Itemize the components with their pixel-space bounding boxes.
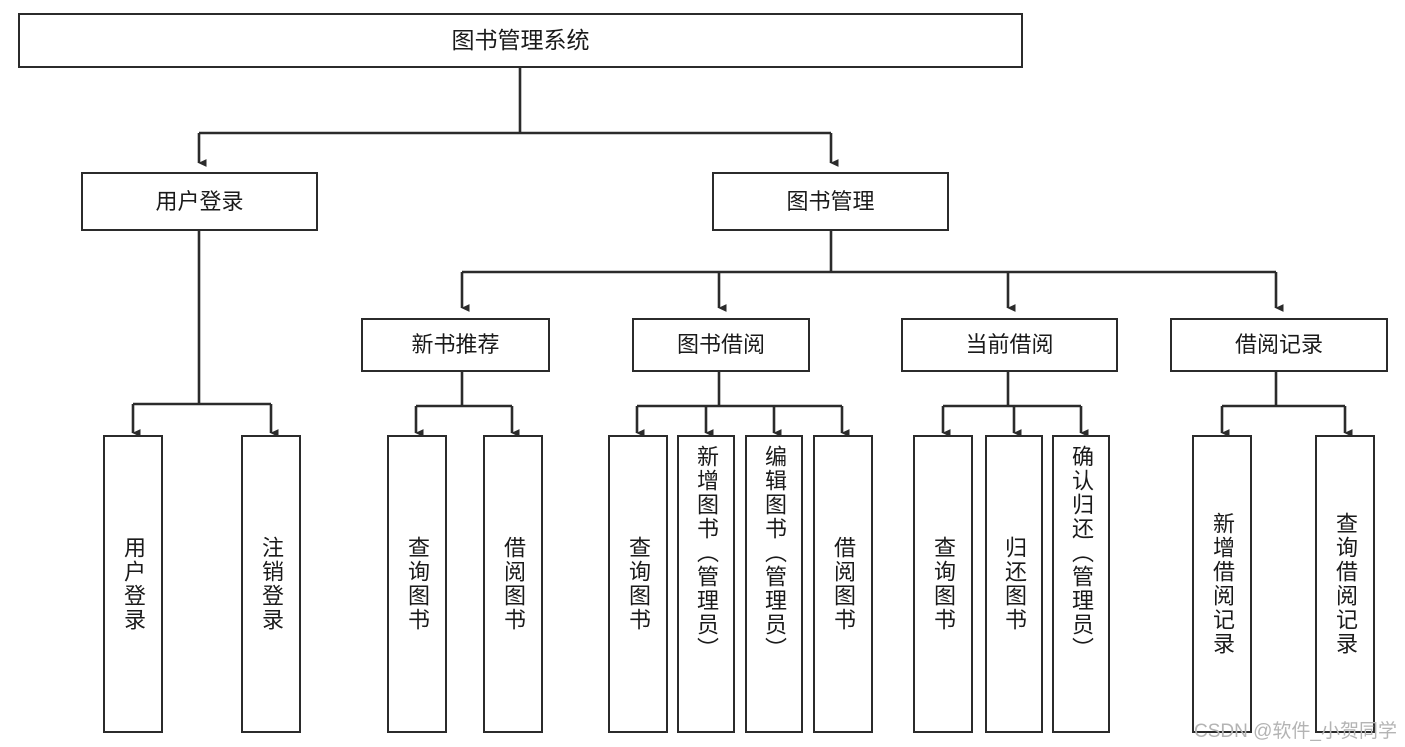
node-book-management[interactable]: 图书管理 xyxy=(712,172,949,231)
node-label: 借阅记录 xyxy=(1234,332,1323,358)
node-leaf-query-borrow-record[interactable]: 查询借阅记录 xyxy=(1315,435,1375,733)
csdn-watermark: CSDN @软件_小贺同学 xyxy=(1194,721,1397,742)
node-label: 新书推荐 xyxy=(411,332,500,358)
node-user-login[interactable]: 用户登录 xyxy=(81,172,318,231)
node-current-borrow[interactable]: 当前借阅 xyxy=(901,318,1118,372)
node-label: 查询图书 xyxy=(931,536,956,632)
node-label: 用户登录 xyxy=(121,536,146,632)
node-label: 借阅图书 xyxy=(501,536,526,632)
node-label: 用户登录 xyxy=(155,188,244,214)
node-label: 查询借阅记录 xyxy=(1333,512,1358,656)
node-leaf-edit-book-admin[interactable]: 编辑图书（管理员） xyxy=(745,435,803,733)
node-label: 图书借阅 xyxy=(676,332,765,358)
node-leaf-add-borrow-record[interactable]: 新增借阅记录 xyxy=(1192,435,1252,733)
node-new-book-recommend[interactable]: 新书推荐 xyxy=(361,318,550,372)
node-leaf-query-book-current[interactable]: 查询图书 xyxy=(913,435,973,733)
node-label: 编辑图书（管理员） xyxy=(762,445,787,661)
node-borrow-record[interactable]: 借阅记录 xyxy=(1170,318,1388,372)
node-root-book-management-system[interactable]: 图书管理系统 xyxy=(18,13,1023,68)
node-leaf-confirm-return-admin[interactable]: 确认归还（管理员） xyxy=(1052,435,1110,733)
node-leaf-query-book-recommend[interactable]: 查询图书 xyxy=(387,435,447,733)
node-leaf-logout[interactable]: 注销登录 xyxy=(241,435,301,733)
node-label: 确认归还（管理员） xyxy=(1069,445,1094,661)
node-label: 借阅图书 xyxy=(831,536,856,632)
node-book-borrow[interactable]: 图书借阅 xyxy=(632,318,810,372)
node-label: 当前借阅 xyxy=(965,332,1054,358)
node-leaf-user-login[interactable]: 用户登录 xyxy=(103,435,163,733)
node-leaf-borrow-book[interactable]: 借阅图书 xyxy=(813,435,873,733)
node-label: 图书管理 xyxy=(786,188,875,214)
node-leaf-query-book-borrow[interactable]: 查询图书 xyxy=(608,435,668,733)
node-label: 新增图书（管理员） xyxy=(694,445,719,661)
node-label: 图书管理系统 xyxy=(451,27,590,54)
node-leaf-borrow-book-recommend[interactable]: 借阅图书 xyxy=(483,435,543,733)
node-leaf-return-book[interactable]: 归还图书 xyxy=(985,435,1043,733)
node-label: 注销登录 xyxy=(259,536,284,632)
node-label: 新增借阅记录 xyxy=(1210,512,1235,656)
node-label: 查询图书 xyxy=(405,536,430,632)
node-label: 查询图书 xyxy=(626,536,651,632)
node-label: 归还图书 xyxy=(1002,536,1027,632)
node-leaf-add-book-admin[interactable]: 新增图书（管理员） xyxy=(677,435,735,733)
